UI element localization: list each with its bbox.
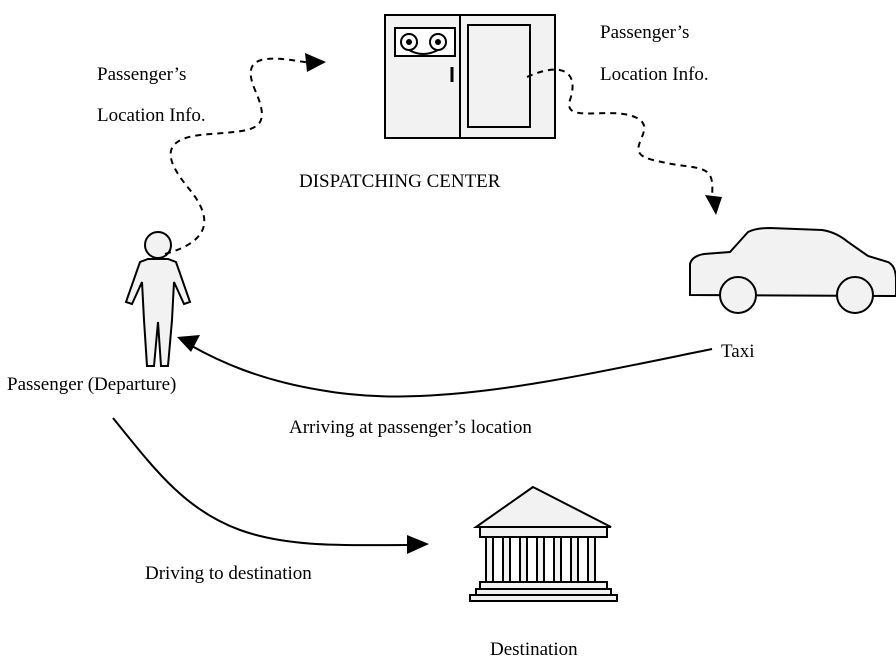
- taxi-to-passenger-flow: [177, 335, 713, 398]
- taxi-label: Taxi: [721, 341, 755, 362]
- left-info-label-line2: Location Info.: [97, 105, 206, 126]
- driving-label: Driving to destination: [145, 563, 312, 584]
- destination-label: Destination: [490, 639, 578, 660]
- center-to-taxi-info-flow: [526, 68, 722, 215]
- passenger-to-destination-flow: [112, 417, 429, 554]
- right-info-label-line2: Location Info.: [600, 64, 709, 85]
- dispatching-center-icon: [384, 14, 556, 139]
- left-info-label-line1: Passenger’s: [97, 64, 186, 85]
- passenger-icon: [124, 231, 192, 367]
- arriving-label: Arriving at passenger’s location: [289, 417, 532, 438]
- passenger-label: Passenger (Departure): [7, 374, 176, 395]
- dispatching-center-label: DISPATCHING CENTER: [299, 171, 501, 192]
- passenger-to-center-info-flow: [164, 53, 326, 255]
- right-info-label-line1: Passenger’s: [600, 22, 689, 43]
- taxi-icon: [689, 226, 896, 314]
- destination-building-icon: [469, 485, 618, 602]
